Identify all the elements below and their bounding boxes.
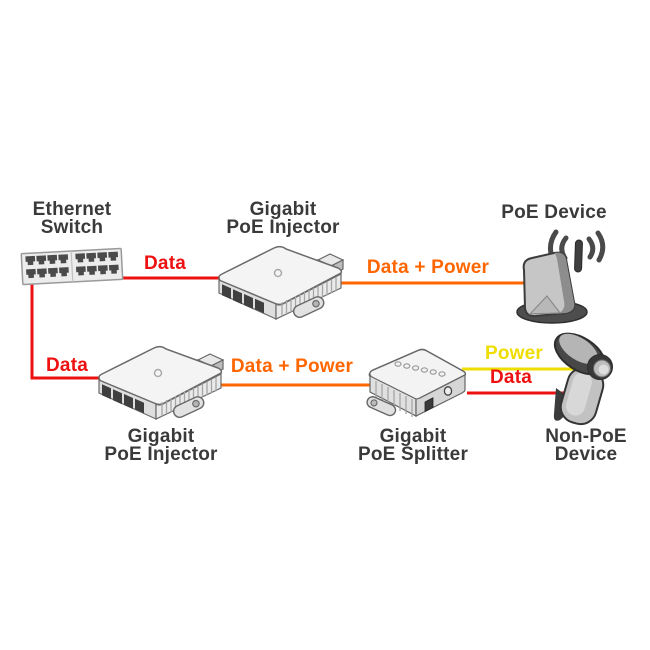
poe-device-label: PoE Device [501,202,607,223]
link-data-out-label: Data [490,367,532,388]
poe-device-label-text: PoE Device [501,202,607,223]
link-data-power-bottom-label: Data + Power [230,356,354,377]
ethernet-switch-icon [20,247,124,286]
wifi-waves-icon [548,229,606,265]
non-poe-device-icon [553,332,613,426]
poe-injector-top-label: Gigabit PoE Injector [226,199,340,238]
ethernet-switch-label: Ethernet Switch [32,199,112,238]
ethernet-switch-label-line2: Switch [40,217,104,238]
ethernet-switch-label-line1: Ethernet [32,199,112,220]
link-power-out-label: Power [484,343,544,364]
poe-splitter-label-line1: Gigabit [379,426,447,447]
poe-injector-top-label-line1: Gigabit [249,199,317,220]
non-poe-device-label-line2: Device [554,444,618,465]
poe-splitter-icon [366,348,467,417]
poe-injector-bottom-icon [92,343,228,427]
poe-injector-top-icon [212,243,348,327]
link-data-power-top-label: Data + Power [366,257,490,278]
poe-splitter-label: Gigabit PoE Splitter [357,426,469,465]
link-data-left-label: Data [46,355,88,376]
link-switch-to-injector-bottom-line [30,266,101,380]
poe-device-icon [516,229,606,324]
antenna-icon [574,239,583,273]
poe-injector-bottom-label-line2: PoE Injector [104,444,218,465]
poe-injector-bottom-label-line1: Gigabit [127,426,195,447]
poe-injector-bottom-label: Gigabit PoE Injector [104,426,218,465]
poe-injector-top-label-line2: PoE Injector [226,217,340,238]
non-poe-device-label-line1: Non-PoE [545,426,627,447]
poe-splitter-label-line2: PoE Splitter [357,444,469,465]
non-poe-device-label: Non-PoE Device [545,426,627,465]
link-data-top-label: Data [144,253,186,274]
